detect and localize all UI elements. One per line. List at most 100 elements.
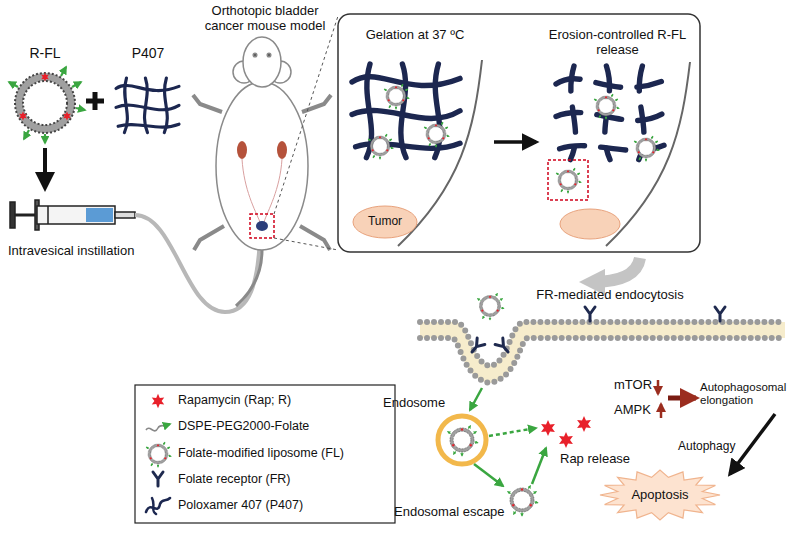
zoom-marker <box>250 214 274 238</box>
endosome <box>438 416 486 464</box>
pathway-arrows <box>470 388 546 486</box>
pane-heading: Gelation at 37 ºC <box>340 28 490 43</box>
art-part <box>277 141 287 159</box>
zoom-pane: Erosion-controlled R-FL release <box>540 18 695 246</box>
mouse-figure <box>193 37 331 306</box>
burst-shape <box>600 470 720 520</box>
art-part <box>352 64 460 158</box>
legend-box <box>135 385 395 523</box>
increase-arrow <box>660 404 663 418</box>
art-part <box>424 122 449 147</box>
zoom-panel <box>338 14 700 252</box>
syringe <box>10 200 135 230</box>
art-part <box>243 37 281 87</box>
bladder-wall <box>398 60 690 246</box>
legend-receptor-sample <box>153 472 163 486</box>
art-part <box>384 84 409 109</box>
zoom-leaders <box>274 16 338 250</box>
pathway-arrow <box>668 396 696 401</box>
art-part <box>115 212 135 218</box>
zoom-marker <box>548 160 588 200</box>
art-part <box>556 168 581 193</box>
process-label: Rap release <box>560 452 636 467</box>
pane-heading: Erosion-controlled R-FL release <box>540 28 695 58</box>
ureters <box>242 159 282 222</box>
art-part <box>495 338 512 355</box>
zoom-arrow <box>592 258 640 282</box>
liposome-figure <box>477 293 504 320</box>
tumor <box>560 209 620 239</box>
cell-membrane <box>420 322 785 383</box>
legend-folate-sample <box>146 424 170 431</box>
decrease-arrow <box>657 380 660 394</box>
plus-sign <box>86 92 104 110</box>
art-part <box>368 134 393 159</box>
art-part <box>9 67 85 143</box>
art-part <box>448 426 478 456</box>
art-part <box>477 293 504 320</box>
process-label: Endosomal escape <box>394 505 506 520</box>
legend-text: Poloxamer 407 (P407) <box>178 498 303 512</box>
zoom-pane: Gelation at 37 ºC <box>340 18 490 246</box>
art-part <box>146 442 171 467</box>
kidneys <box>237 141 287 159</box>
bladder <box>256 221 268 231</box>
art-part <box>715 307 725 321</box>
art-part <box>559 432 573 448</box>
figure-title: Orthotopic bladder cancer mouse model <box>195 4 335 34</box>
art-part <box>267 53 271 57</box>
art-part <box>146 426 166 431</box>
art-part <box>153 472 163 486</box>
art-part <box>532 448 546 484</box>
art-part <box>541 420 555 436</box>
art-part <box>634 136 659 161</box>
process-label: Autophagy <box>678 440 742 454</box>
flow-arrow <box>494 140 536 144</box>
art-part <box>15 214 37 217</box>
legend-star-sample <box>152 394 164 408</box>
art-part <box>237 141 247 159</box>
legend-text: Folate receptor (FR) <box>178 472 291 486</box>
art-part <box>253 53 257 57</box>
art-part <box>47 206 49 224</box>
art-part <box>236 250 262 306</box>
polymer-mesh <box>116 78 179 133</box>
liposome-figure <box>448 426 478 456</box>
art-part <box>474 464 503 486</box>
tumor-label: Tumor <box>356 215 414 229</box>
legend-text: Rapamycin (Rap; R) <box>178 393 291 407</box>
apoptosis-burst: Apoptosis <box>600 470 720 520</box>
art-part <box>86 208 113 222</box>
process-label: FR-mediated endocytosis <box>520 288 700 303</box>
process-label: Autophagosomal elongation <box>700 381 788 407</box>
art-part <box>274 238 338 250</box>
art-part <box>594 94 619 119</box>
art-part <box>146 498 170 514</box>
legend-liposome-sample <box>146 442 171 467</box>
protein-label: mTOR <box>614 378 656 393</box>
pathway-arrow <box>730 414 775 474</box>
figure-label: R-FL <box>15 45 75 61</box>
art-part <box>468 338 485 355</box>
folate-receptors <box>468 307 725 355</box>
art-part <box>164 424 170 426</box>
art-part <box>37 206 115 224</box>
tumor <box>353 206 417 238</box>
art-part <box>216 82 308 250</box>
art-part <box>274 16 338 214</box>
legend-text: Folate-modified liposome (FL) <box>178 446 344 460</box>
art-part <box>585 307 595 321</box>
art-part <box>508 486 538 516</box>
art-part <box>420 322 785 366</box>
art-part <box>420 338 785 383</box>
art-part <box>577 416 591 432</box>
rapamycin-molecules <box>541 416 591 448</box>
art-part <box>93 92 98 110</box>
liposome-figure <box>9 67 85 143</box>
step-label: Intravesical instillation <box>8 244 188 259</box>
art-part <box>152 394 164 408</box>
liposome-figure <box>508 486 538 516</box>
